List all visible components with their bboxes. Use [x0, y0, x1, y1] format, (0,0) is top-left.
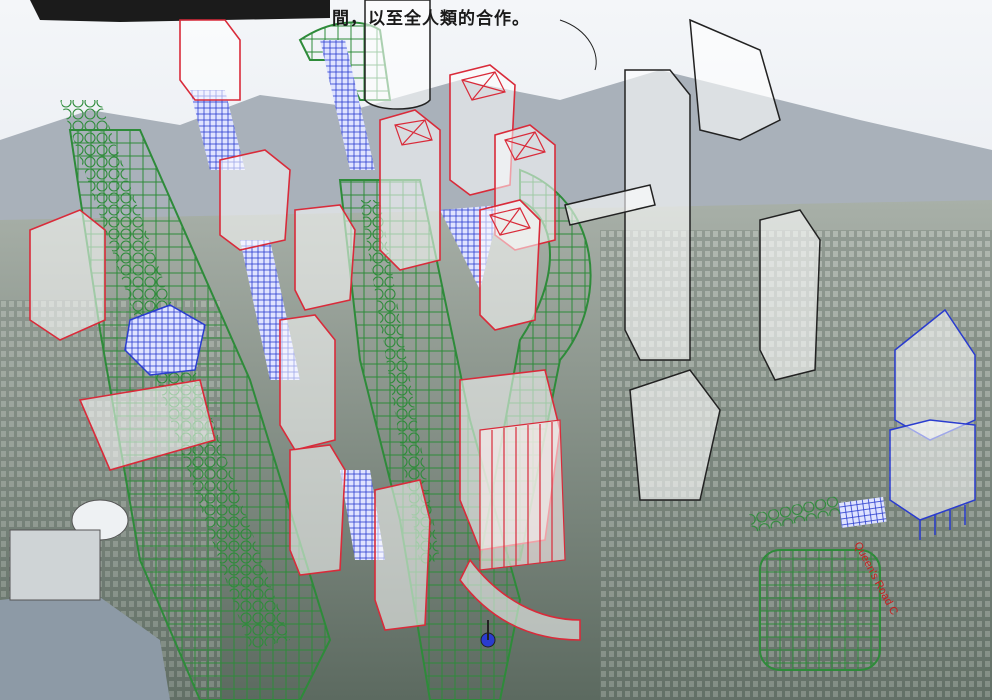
red-tower-1 — [179, 19, 241, 101]
red-tower-5 — [479, 199, 541, 331]
red-curve-base — [459, 558, 581, 641]
caption-leader-line — [559, 19, 597, 71]
blue-ramp-left — [190, 90, 245, 170]
blue-geodesic-sphere — [124, 304, 206, 376]
tall-slab-tower — [689, 18, 781, 141]
red-tower-6 — [219, 149, 291, 251]
waterfront-building — [9, 529, 101, 601]
red-tower-8 — [29, 209, 106, 341]
blue-stair-lower — [340, 470, 385, 560]
red-tower-caps — [394, 71, 546, 236]
circle-tree-row-center — [360, 200, 440, 565]
blue-roof-right — [838, 496, 887, 528]
hex-tower — [759, 209, 821, 381]
red-tower-9 — [279, 314, 336, 451]
red-tower-7 — [294, 204, 356, 311]
circle-tree-row-right — [749, 495, 841, 533]
red-podium — [78, 379, 216, 471]
cylinder-tower-top — [364, 0, 431, 110]
bridge-connector — [564, 184, 656, 226]
red-tower-11 — [289, 444, 346, 576]
black-outline-group — [364, 0, 821, 501]
lower-right-plaza — [759, 549, 881, 671]
angled-glass-tower — [629, 369, 721, 501]
dark-corner-shape — [30, 0, 330, 22]
circle-tree-row-left — [60, 100, 290, 650]
red-tower-2 — [379, 109, 441, 271]
caption-text: 間，以至全人類的合作。 — [332, 9, 530, 29]
blue-ramp-top — [320, 40, 375, 170]
striped-tower — [479, 419, 566, 571]
harbour-water — [0, 590, 170, 700]
red-tower-12 — [374, 479, 431, 631]
stepped-tower — [624, 69, 691, 361]
blue-outline-tower — [889, 308, 976, 540]
